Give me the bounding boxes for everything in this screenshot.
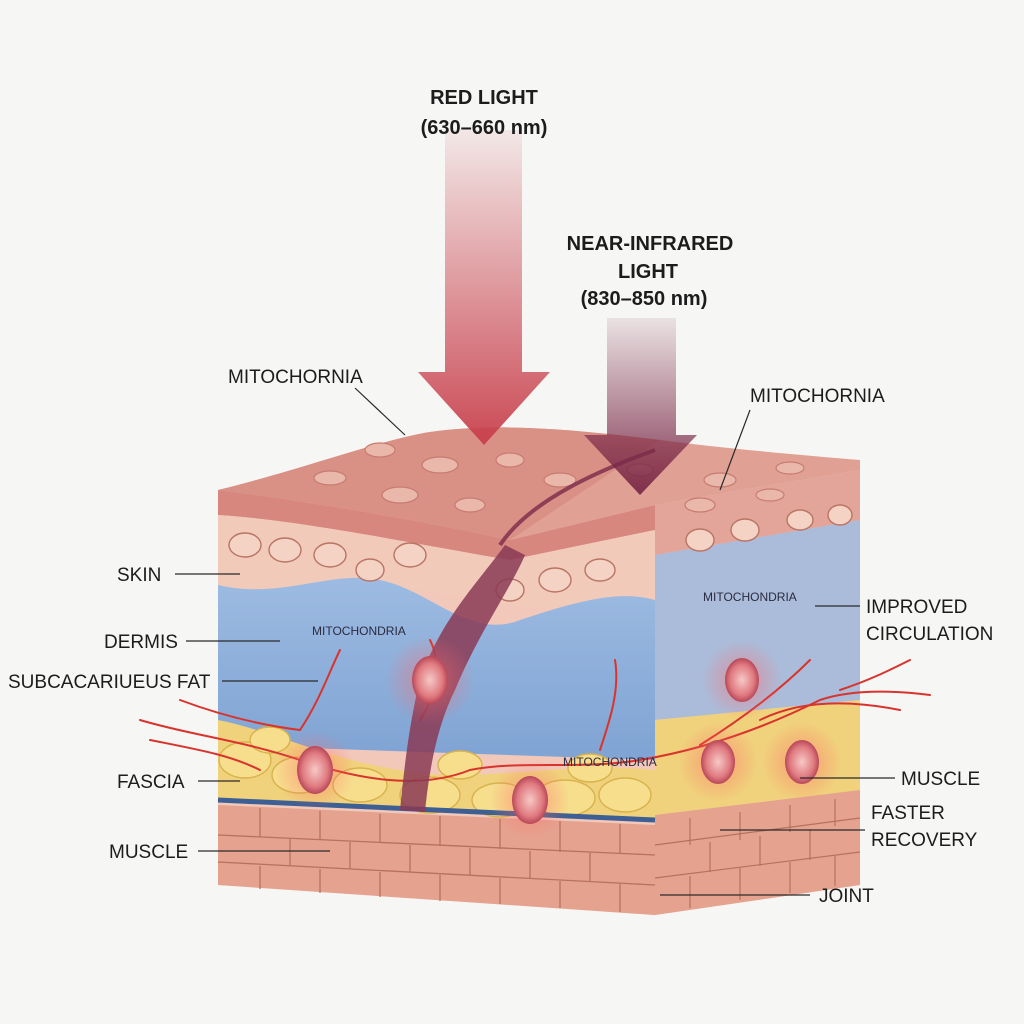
label-dermis: DERMIS: [104, 632, 178, 653]
svg-text:LIGHT: LIGHT: [618, 261, 678, 283]
label-fascia: FASCIA: [117, 772, 185, 793]
block-top-surface: [218, 427, 860, 547]
label-improved-circulation-2: CIRCULATION: [866, 624, 993, 645]
red-light-arrow: [418, 130, 550, 445]
svg-text:NEAR-INFRARED: NEAR-INFRARED: [567, 233, 734, 255]
svg-text:(630–660 nm): (630–660 nm): [421, 117, 548, 139]
label-faster-recovery-1: FASTER: [871, 803, 945, 824]
nir-light-arrow: [584, 318, 697, 495]
nir-light-title: NEAR-INFRARED LIGHT (830–850 nm): [567, 233, 734, 310]
label-joint: JOINT: [819, 886, 874, 907]
label-mitochondria-inner-1: MITOCHONDRIA: [312, 624, 406, 638]
label-faster-recovery-2: RECOVERY: [871, 830, 978, 851]
label-mitochondria-inner-2: MITOCHONDRIA: [703, 590, 797, 604]
label-mitochondria-top-left: MITOCHORNIA: [228, 367, 363, 388]
label-skin: SKIN: [117, 565, 161, 586]
label-muscle-right: MUSCLE: [901, 769, 980, 790]
label-subcutaneous-fat: SUBCACARIUEUS FAT: [8, 672, 211, 693]
leader-lines: [175, 387, 895, 896]
label-improved-circulation-1: IMPROVED: [866, 597, 967, 618]
label-muscle-left: MUSCLE: [109, 842, 188, 863]
dermis-cells: [228, 504, 853, 602]
svg-text:(830–850 nm): (830–850 nm): [581, 288, 708, 310]
red-light-title: RED LIGHT (630–660 nm): [421, 87, 548, 139]
penetrating-vessel: [400, 545, 525, 812]
svg-text:RED LIGHT: RED LIGHT: [430, 87, 538, 109]
label-mitochondria-top-right: MITOCHORNIA: [750, 386, 885, 407]
label-mitochondria-inner-3: MITOCHONDRIA: [563, 755, 657, 769]
stimulated-cells: [275, 635, 842, 840]
